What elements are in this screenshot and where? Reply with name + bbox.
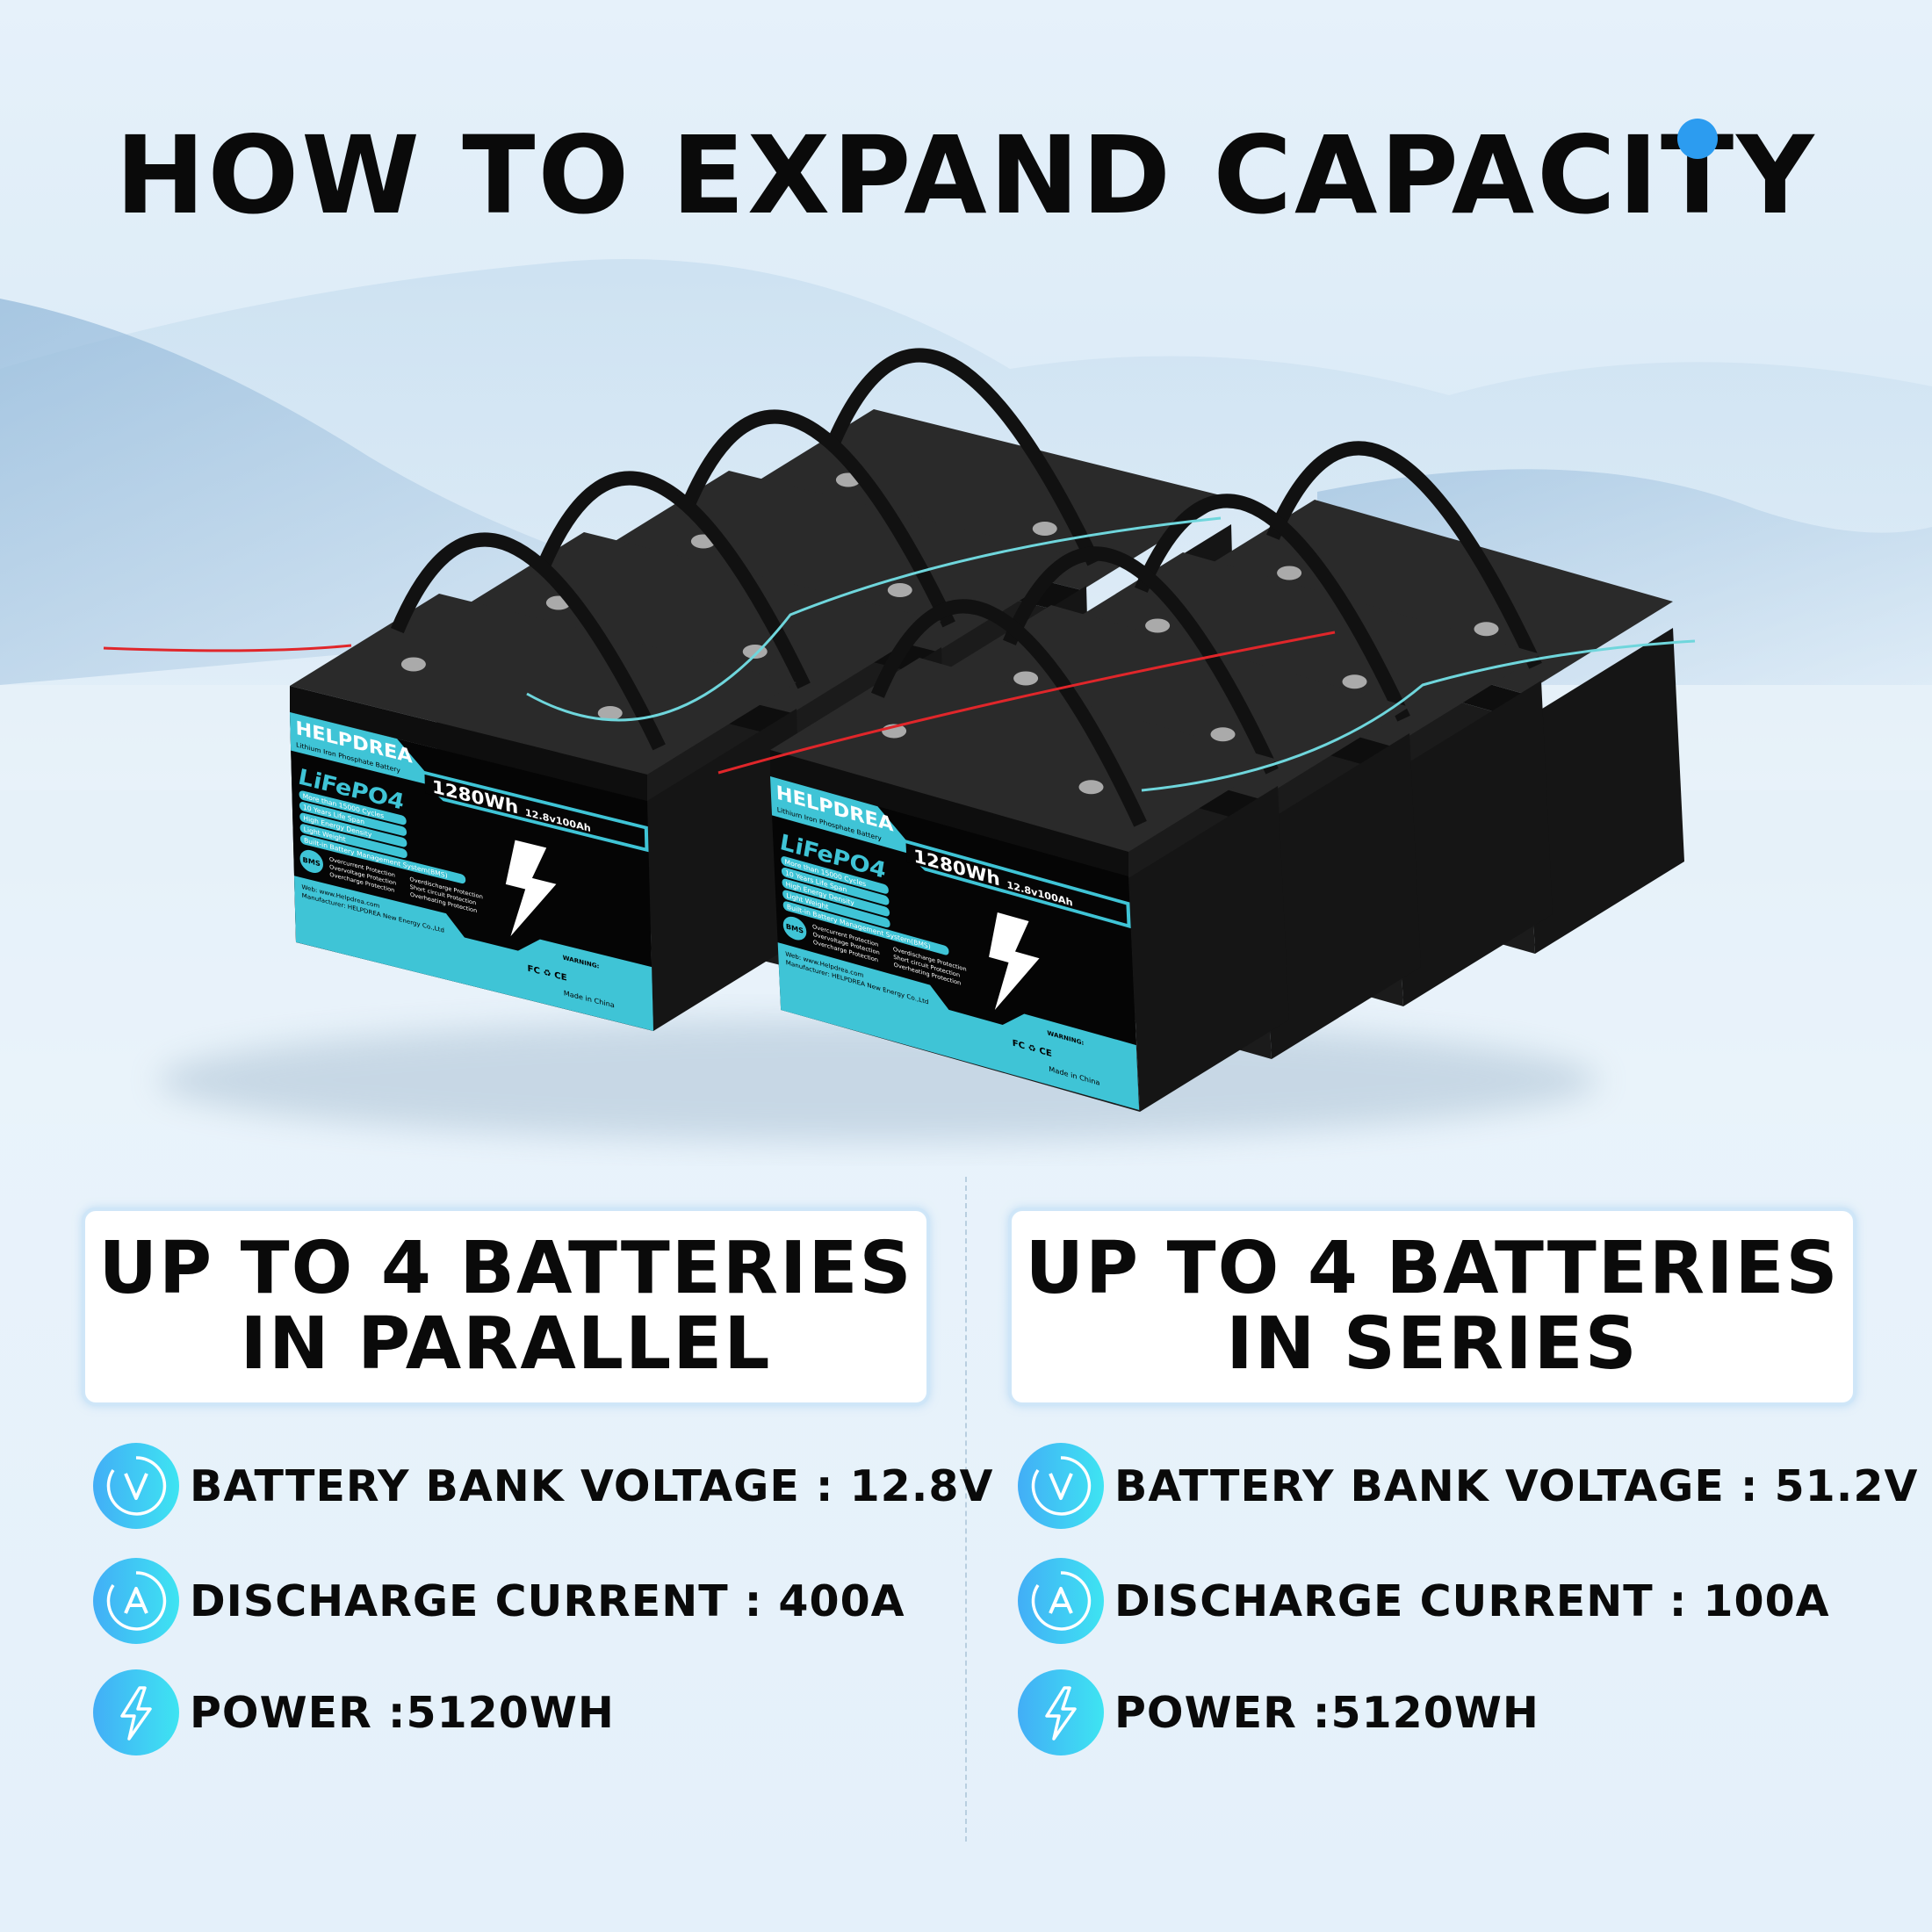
current-icon: [93, 1558, 179, 1644]
battery-side: [1392, 681, 1553, 1006]
carry-strap: [1135, 494, 1410, 722]
label-energy-box: [424, 774, 645, 848]
power-icon: [93, 1669, 179, 1755]
parallel-current-row: DISCHARGE CURRENT : 400A: [93, 1558, 905, 1644]
feature-pill: [299, 824, 407, 859]
series-power-text: POWER :5120WH: [1114, 1687, 1539, 1738]
label-energy-box: [905, 843, 1128, 925]
battery-label-series: HELPDREA Lithium Iron Phosphate Battery …: [770, 776, 1140, 1110]
parallel-power-row: POWER :5120WH: [93, 1669, 615, 1755]
battery-lid: [902, 605, 1409, 799]
parallel-current-text: DISCHARGE CURRENT : 400A: [190, 1575, 905, 1626]
terminal-icon: [1210, 727, 1236, 742]
column-divider: [965, 1177, 967, 1842]
terminal-icon: [1277, 566, 1302, 580]
series-heading-line1: UP TO 4 BATTERIES: [1025, 1227, 1840, 1310]
lightning-bolt-icon: [505, 840, 557, 937]
terminal-icon: [1342, 674, 1367, 689]
connection-wires: [103, 516, 1696, 792]
battery-lid-edge: [290, 686, 647, 801]
battery-lid: [290, 594, 797, 775]
carry-strap: [535, 471, 811, 689]
carry-strap: [390, 532, 666, 751]
series-heading-card: UP TO 4 BATTERIES IN SERIES: [1008, 1208, 1856, 1406]
battery-lid: [1034, 552, 1541, 746]
terminal-icon: [400, 657, 426, 672]
title-accent-dot: [1677, 119, 1718, 159]
label-bottom-band: [777, 942, 1140, 1110]
series-current-text: DISCHARGE CURRENT : 100A: [1114, 1575, 1830, 1626]
battery-side: [1260, 733, 1421, 1059]
terminal-icon: [1145, 618, 1171, 633]
carry-strap: [680, 409, 955, 628]
label-bottom-band: [293, 876, 654, 1031]
battery-side: [1128, 786, 1289, 1112]
bms-badge-shape: [782, 916, 807, 941]
series-voltage-row: BATTERY BANK VOLTAGE : 51.2V: [1018, 1443, 1918, 1529]
feature-pill: [299, 812, 407, 847]
page-title: HOW TO EXPAND CAPACITY: [115, 113, 1817, 238]
parallel-heading-line2: IN PARALLEL: [240, 1302, 772, 1386]
terminal-icon: [1013, 671, 1039, 686]
series-power-row: POWER :5120WH: [1018, 1669, 1539, 1755]
feature-pill: [299, 802, 407, 836]
parallel-voltage-text: BATTERY BANK VOLTAGE : 12.8V: [190, 1460, 994, 1511]
series-heading-line2: IN SERIES: [1226, 1302, 1639, 1386]
feature-pill: [782, 901, 949, 955]
cyan-wire: [526, 516, 1222, 722]
feature-pill: [782, 878, 890, 917]
parallel-voltage-row: BATTERY BANK VOLTAGE : 12.8V: [93, 1443, 993, 1529]
feature-pill: [299, 834, 466, 884]
parallel-heading-card: UP TO 4 BATTERIES IN PARALLEL: [82, 1208, 930, 1406]
battery-lid: [770, 658, 1278, 852]
battery-side: [1524, 628, 1684, 954]
cyan-wire: [1141, 639, 1696, 792]
red-wire: [103, 644, 352, 652]
current-icon: [1018, 1558, 1104, 1644]
feature-pill: [782, 890, 890, 928]
parallel-power-text: POWER :5120WH: [190, 1687, 615, 1738]
carry-strap: [871, 599, 1147, 827]
battery-label-parallel: HELPDREA Lithium Iron Phosphate Battery …: [290, 712, 654, 1031]
carry-strap: [825, 348, 1100, 566]
feature-pill: [781, 856, 889, 894]
voltage-icon: [93, 1443, 179, 1529]
feature-pill: [299, 790, 407, 825]
battery-side: [647, 709, 803, 1031]
red-wire: [717, 631, 1336, 775]
battery-lid-edge: [770, 750, 1128, 878]
parallel-heading-line1: UP TO 4 BATTERIES: [98, 1227, 913, 1310]
terminal-icon: [1474, 622, 1499, 637]
battery-lid: [1165, 500, 1673, 694]
terminal-icon: [1032, 522, 1057, 536]
bms-badge-shape: [299, 849, 324, 873]
power-icon: [1018, 1669, 1104, 1755]
terminal-icon: [1078, 780, 1104, 795]
terminal-icon: [597, 706, 623, 720]
carry-strap: [1003, 546, 1279, 775]
series-voltage-text: BATTERY BANK VOLTAGE : 51.2V: [1114, 1460, 1919, 1511]
series-current-row: DISCHARGE CURRENT : 100A: [1018, 1558, 1830, 1644]
series-battery-group: [770, 441, 1684, 1112]
terminal-icon: [887, 583, 912, 597]
carry-strap: [1266, 441, 1542, 669]
feature-pill: [781, 867, 890, 905]
lightning-bolt-icon: [989, 912, 1040, 1010]
voltage-icon: [1018, 1443, 1104, 1529]
